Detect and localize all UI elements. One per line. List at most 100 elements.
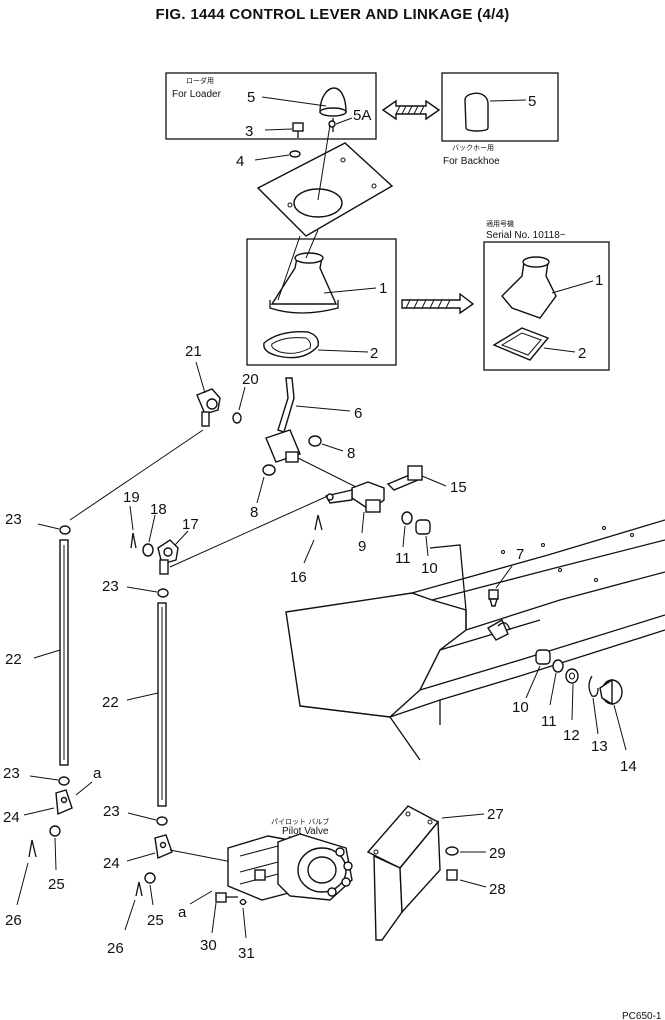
callout-7: 7 — [516, 546, 524, 563]
console-body — [285, 519, 665, 761]
callout-25-center: 25 — [147, 912, 164, 929]
lever-6 — [277, 377, 295, 433]
shaft-parts-right: 10 11 12 13 14 — [512, 649, 637, 775]
callout-24-left: 24 — [3, 809, 20, 826]
pin-5a — [328, 120, 336, 128]
backhoe-knob-inset: 5 バックホー用 For Backhoe — [441, 72, 559, 167]
boot-1 — [270, 257, 338, 305]
knob-5-backhoe — [464, 92, 489, 132]
nut-23-b — [58, 776, 70, 786]
ref-a-left: a — [93, 765, 102, 782]
callout-1-revised: 1 — [595, 272, 603, 289]
callout-19: 19 — [123, 489, 140, 506]
callout-14: 14 — [620, 758, 637, 775]
plate-assembly: 3 4 — [236, 122, 394, 237]
rod-left: 23 22 23 24 a 25 26 — [3, 511, 102, 929]
boot-inset: 1 2 — [246, 229, 397, 366]
ref-a-center: a — [178, 904, 187, 921]
callout-3: 3 — [245, 123, 253, 140]
washer-29 — [445, 846, 459, 856]
pin-19 — [130, 532, 137, 549]
lever-assembly: 6 8 8 — [169, 377, 362, 568]
callout-13: 13 — [591, 738, 608, 755]
callout-4: 4 — [236, 153, 244, 170]
callout-11-right: 11 — [541, 713, 557, 730]
callout-26-left: 26 — [5, 912, 22, 929]
loader-note: For Loader — [172, 89, 222, 100]
bolt-3 — [292, 122, 304, 132]
callout-10-right: 10 — [512, 699, 529, 716]
callout-26-center: 26 — [107, 940, 124, 957]
callout-10: 10 — [421, 560, 438, 577]
knob-5 — [319, 87, 347, 113]
boot-1-revised — [501, 261, 557, 319]
bolt-30-washer-31: 30 31 — [200, 892, 255, 962]
callout-29: 29 — [489, 845, 506, 862]
pilot-note: Pilot Valve — [282, 826, 329, 837]
callout-5: 5 — [247, 89, 255, 106]
bellcrank-assembly: 9 15 11 10 16 — [290, 465, 467, 586]
loader-knob-inset: ローダ用 For Loader 5 5A — [165, 72, 377, 140]
nut-23-c — [157, 588, 169, 598]
callout-17: 17 — [182, 516, 199, 533]
callout-23-b: 23 — [3, 765, 20, 782]
serial-boot-inset: 適用号機 Serial No. 10118~ 1 2 — [483, 219, 610, 371]
serial-note-jp: 適用号機 — [486, 219, 514, 228]
backhoe-note: For Backhoe — [443, 156, 500, 167]
callout-6: 6 — [354, 405, 362, 422]
callout-25-left: 25 — [48, 876, 65, 893]
grease-fitting-7: 7 — [487, 546, 524, 641]
nut-25-center — [144, 872, 156, 884]
callout-21: 21 — [185, 343, 202, 360]
snap-ring-13 — [588, 675, 599, 697]
washer-11-right — [552, 659, 564, 673]
callout-23-a: 23 — [5, 511, 22, 528]
nut-23-d — [156, 816, 168, 826]
bushing-10-right — [535, 649, 551, 665]
callout-11: 11 — [395, 550, 411, 567]
backhoe-note-jp: バックホー用 — [452, 144, 494, 152]
callout-8-right: 8 — [347, 445, 355, 462]
pilot-valve: パイロット バルブ Pilot Valve — [227, 817, 353, 901]
washer-12 — [565, 668, 579, 684]
washer-20 — [232, 412, 242, 424]
bushing-8-left — [262, 464, 276, 476]
callout-27: 27 — [487, 806, 504, 823]
callout-12: 12 — [563, 727, 580, 744]
figure-title: FIG. 1444 CONTROL LEVER AND LINKAGE (4/4… — [155, 6, 510, 23]
callout-30: 30 — [200, 937, 217, 954]
pin-26-left — [28, 839, 37, 858]
bolt-28 — [446, 869, 458, 881]
nut-25-left — [49, 825, 61, 837]
bracket-27: 27 29 28 — [366, 805, 506, 941]
callout-24-center: 24 — [103, 855, 120, 872]
callout-18: 18 — [150, 501, 167, 518]
callout-5-backhoe: 5 — [528, 93, 536, 110]
rod-center: 23 22 23 24 25 26 a — [102, 578, 233, 957]
callout-16: 16 — [290, 569, 307, 586]
interchange-arrow — [381, 99, 441, 121]
bolt-30 — [215, 892, 227, 903]
loader-note-jp: ローダ用 — [186, 76, 214, 85]
revision-arrow — [401, 292, 475, 315]
pilot-note-jp: パイロット バルブ — [271, 817, 329, 826]
washer-4 — [289, 150, 301, 158]
washer-11 — [401, 511, 413, 525]
bushing-10 — [415, 519, 431, 535]
nut-23-a — [59, 525, 71, 535]
nut-18 — [142, 543, 154, 557]
callout-23-d: 23 — [103, 803, 120, 820]
callout-15: 15 — [450, 479, 467, 496]
gasket-2-revised — [492, 327, 550, 361]
callout-5a: 5A — [353, 107, 371, 124]
callout-2: 2 — [370, 345, 378, 362]
callout-8-left: 8 — [250, 504, 258, 521]
bushing-8-right — [308, 435, 322, 447]
callout-20: 20 — [242, 371, 259, 388]
callout-23-c: 23 — [102, 578, 119, 595]
washer-31 — [239, 898, 247, 906]
callout-31: 31 — [238, 945, 255, 962]
rod-end-21: 21 20 — [69, 343, 259, 521]
rod-end-17: 17 18 19 — [123, 489, 199, 575]
